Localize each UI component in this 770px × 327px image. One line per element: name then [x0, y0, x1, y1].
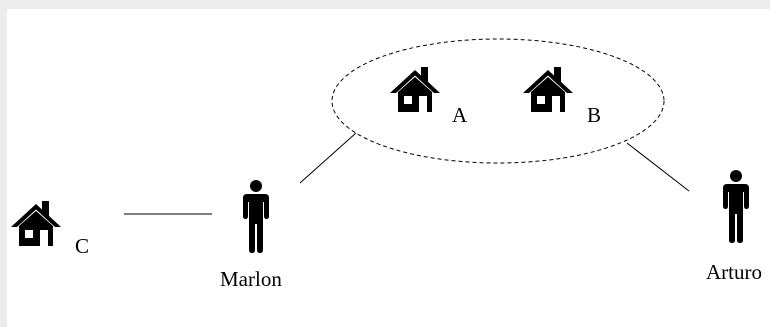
- person-arturo-label: Arturo: [706, 260, 762, 284]
- house-a-icon: [390, 67, 440, 112]
- house-b-label: B: [587, 103, 602, 127]
- diagram-canvas: [7, 9, 770, 327]
- person-marlon-icon: [243, 180, 269, 253]
- house-c-icon: [11, 201, 61, 246]
- house-c-label: C: [75, 234, 90, 258]
- house-a-label: A: [452, 103, 468, 127]
- house-b-icon: [523, 67, 573, 112]
- group-ellipse: [331, 38, 665, 164]
- connector-group-arturo: [626, 142, 690, 192]
- connector-marlon-group: [299, 132, 357, 184]
- person-arturo-icon: [723, 170, 749, 243]
- person-marlon-label: Marlon: [220, 267, 282, 291]
